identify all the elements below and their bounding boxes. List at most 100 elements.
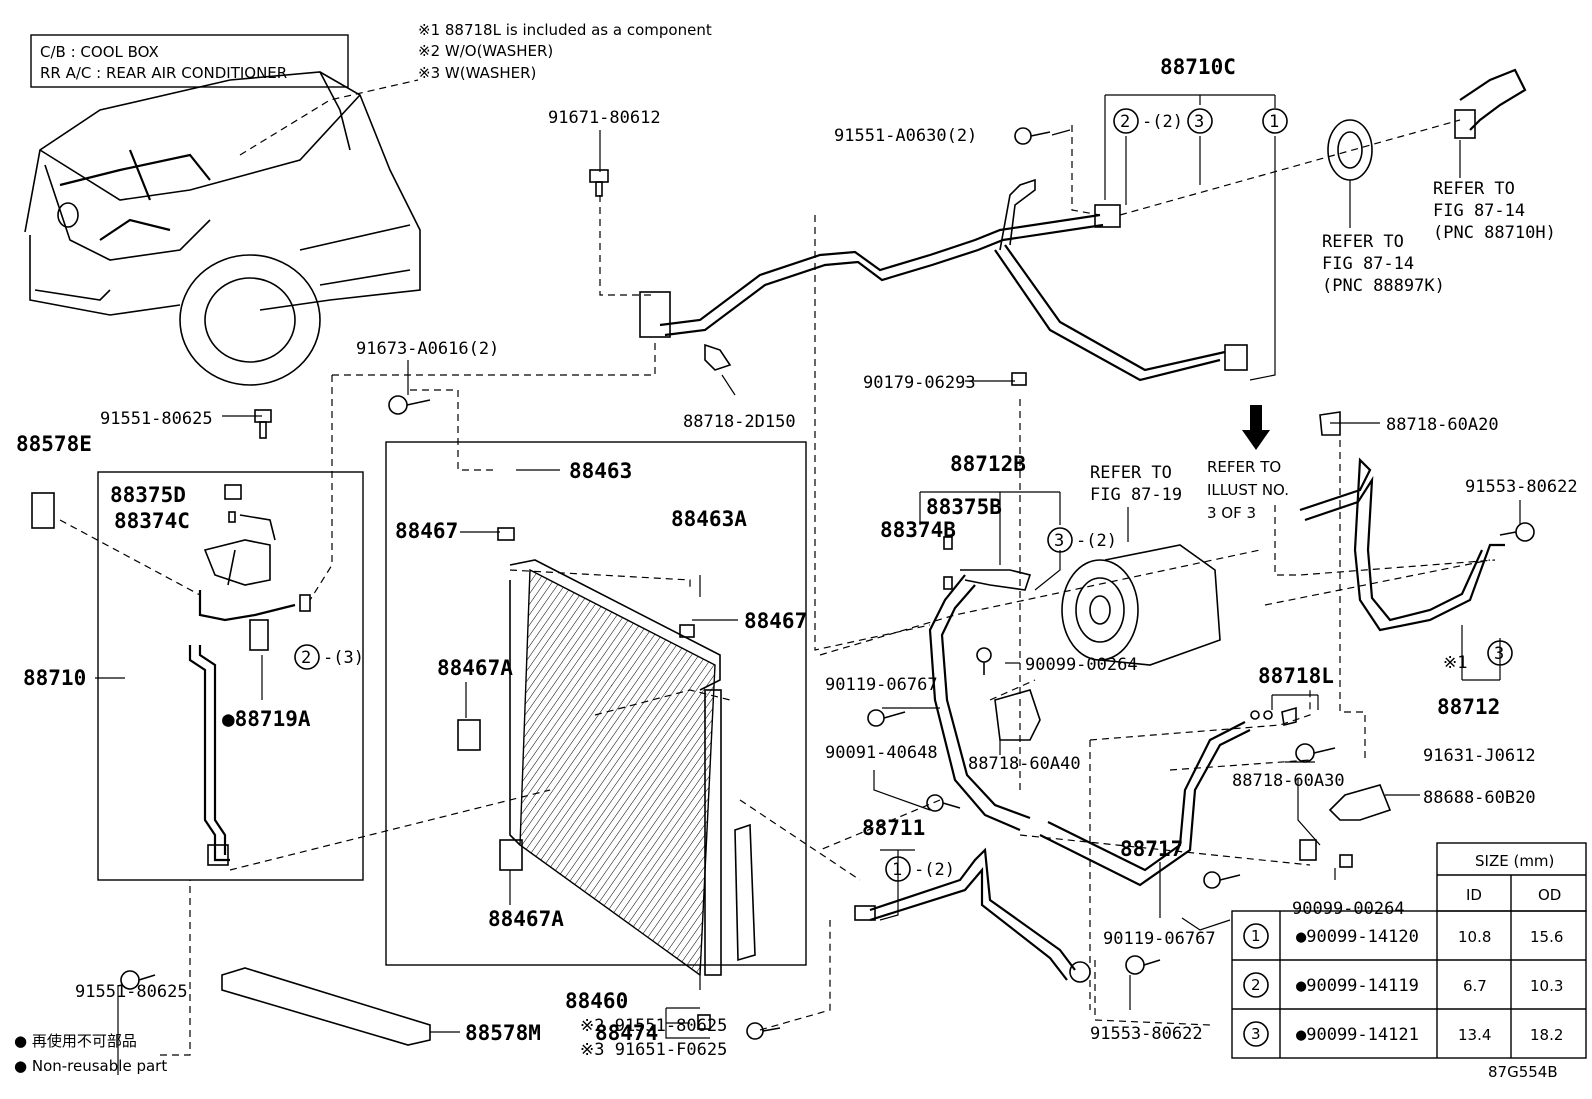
label-88718-60A30: 88718-60A30 — [1232, 771, 1345, 791]
label-88474: 88474 — [595, 1021, 658, 1045]
svg-text:18.2: 18.2 — [1530, 1026, 1563, 1044]
svg-text:3: 3 — [1494, 644, 1504, 664]
label-90119-06767-top: 90119-06767 — [825, 675, 938, 695]
part-labels: 88710C 91671-80612 91551-A0630(2) REFER … — [16, 55, 1578, 1060]
svg-text:3: 3 — [1251, 1025, 1261, 1043]
label-91551-A0630: 91551-A0630(2) — [834, 126, 977, 146]
label-90099-00264-top: 90099-00264 — [1025, 655, 1138, 675]
label-88463A: 88463A — [671, 507, 747, 531]
pipe-88710 — [188, 514, 296, 866]
svg-text:15.6: 15.6 — [1530, 928, 1563, 946]
label-91553-80622-bot: 91553-80622 — [1090, 1024, 1203, 1044]
note-1: ※1 88718L is included as a component — [418, 21, 712, 39]
label-w-washer: ※3 91651-F0625 — [580, 1040, 727, 1060]
label-88460: 88460 — [565, 989, 628, 1013]
svg-text:-(2): -(2) — [1142, 112, 1183, 132]
footer-en: ● Non-reusable part — [14, 1057, 167, 1075]
label-88578M: 88578M — [465, 1021, 541, 1045]
label-91553-80622-top: 91553-80622 — [1465, 477, 1578, 497]
svg-text:●90099-14120: ●90099-14120 — [1296, 927, 1419, 947]
condenser-88460 — [457, 527, 756, 1030]
bracket-lines — [95, 94, 1521, 1075]
pad-88578E — [31, 492, 55, 529]
size-table-col-od: OD — [1538, 886, 1561, 904]
legend-line-cool-box: C/B : COOL BOX — [40, 43, 159, 61]
label-88712: 88712 — [1437, 695, 1500, 719]
label-88718-60A20: 88718-60A20 — [1386, 415, 1499, 435]
svg-text:●90099-14119: ●90099-14119 — [1296, 976, 1419, 996]
hose-88711 — [869, 847, 1076, 971]
arrow-down-icon — [1242, 405, 1270, 450]
svg-text:REFER TO: REFER TO — [1090, 463, 1172, 483]
hose-88712B — [928, 574, 1021, 832]
label-88467-top: 88467 — [395, 519, 458, 543]
svg-text:6.7: 6.7 — [1463, 977, 1487, 995]
svg-text:3 OF 3: 3 OF 3 — [1207, 504, 1256, 522]
label-90091-40648: 90091-40648 — [825, 743, 938, 763]
label-91551-80625-top: 91551-80625 — [100, 409, 213, 429]
label-88718-60A40: 88718-60A40 — [968, 754, 1081, 774]
pad-88578M — [221, 967, 431, 1046]
svg-text:2: 2 — [1120, 112, 1130, 132]
svg-text:2: 2 — [301, 648, 311, 668]
label-88719A: ●88719A — [222, 707, 311, 731]
label-w-o-washer: ※2 91551-80625 — [580, 1016, 727, 1036]
label-88710C: 88710C — [1160, 55, 1236, 79]
svg-text:(PNC 88710H): (PNC 88710H) — [1433, 223, 1556, 243]
svg-text:(PNC 88897K): (PNC 88897K) — [1322, 276, 1445, 296]
svg-text:-(3): -(3) — [323, 648, 364, 668]
svg-text:REFER TO: REFER TO — [1433, 179, 1515, 199]
svg-text:-(2): -(2) — [914, 860, 955, 880]
pipe-88710C — [639, 178, 1248, 382]
leader-lines — [160, 119, 1496, 1056]
svg-text:10.3: 10.3 — [1530, 977, 1563, 995]
label-88463: 88463 — [569, 459, 632, 483]
svg-text:-(2): -(2) — [1076, 531, 1117, 551]
label-91673-A0616: 91673-A0616(2) — [356, 339, 499, 359]
label-91551-80625-bot: 91551-80625 — [75, 982, 188, 1002]
svg-text:1: 1 — [1251, 927, 1261, 945]
label-88467A-top: 88467A — [437, 656, 513, 680]
footer-jp: ● 再使用不可部品 — [14, 1032, 137, 1050]
svg-text:REFER TO: REFER TO — [1207, 458, 1281, 476]
vehicle-illustration — [24, 71, 421, 386]
label-88375B: 88375B — [926, 495, 1002, 519]
label-91631-J0612: 91631-J0612 — [1423, 746, 1536, 766]
callout-markers: 2 -(2) 3 1 3 -(2) 2 -(3) 3 ※1 1 -(2) — [294, 108, 1513, 882]
legend-box — [30, 34, 349, 88]
label-88578E: 88578E — [16, 432, 92, 456]
figure-code: 87G554B — [1488, 1063, 1558, 1081]
svg-text:ILLUST NO.: ILLUST NO. — [1207, 481, 1289, 499]
svg-text:FIG 87-14: FIG 87-14 — [1433, 201, 1525, 221]
size-table: SIZE (mm) ID OD 1 ●90099-14120 10.8 15.6… — [1231, 842, 1587, 1059]
label-88718L: 88718L — [1258, 664, 1334, 688]
label-90099-00264-bot: 90099-00264 — [1292, 899, 1405, 919]
svg-text:1: 1 — [1269, 112, 1279, 132]
fitting-88710H — [1459, 68, 1527, 131]
compressor — [1061, 544, 1221, 666]
label-88711: 88711 — [862, 816, 925, 840]
svg-text:REFER TO: REFER TO — [1322, 232, 1404, 252]
label-88467A-bot: 88467A — [488, 907, 564, 931]
label-88374C: 88374C — [114, 509, 190, 533]
svg-text:FIG 87-14: FIG 87-14 — [1322, 254, 1414, 274]
hose-88717 — [1039, 729, 1251, 887]
label-88717: 88717 — [1120, 837, 1183, 861]
note-2: ※2 W/O(WASHER) — [418, 42, 553, 60]
svg-text:※1: ※1 — [1443, 653, 1467, 673]
size-table-title: SIZE (mm) — [1475, 852, 1554, 870]
group-box-88710 — [97, 471, 364, 881]
bracket-88688-60B20 — [1328, 784, 1392, 821]
group-box-88460 — [385, 441, 807, 966]
label-88710: 88710 — [23, 666, 86, 690]
svg-text:2: 2 — [1251, 976, 1261, 994]
svg-text:10.8: 10.8 — [1458, 928, 1491, 946]
note-3: ※3 W(WASHER) — [418, 64, 536, 82]
svg-text:3: 3 — [1054, 531, 1064, 551]
label-88718-2D150: 88718-2D150 — [683, 412, 796, 432]
seal-88897K — [1327, 119, 1373, 181]
label-88374B: 88374B — [880, 518, 956, 542]
label-88467-mid: 88467 — [744, 609, 807, 633]
small-parts — [120, 127, 1535, 1040]
